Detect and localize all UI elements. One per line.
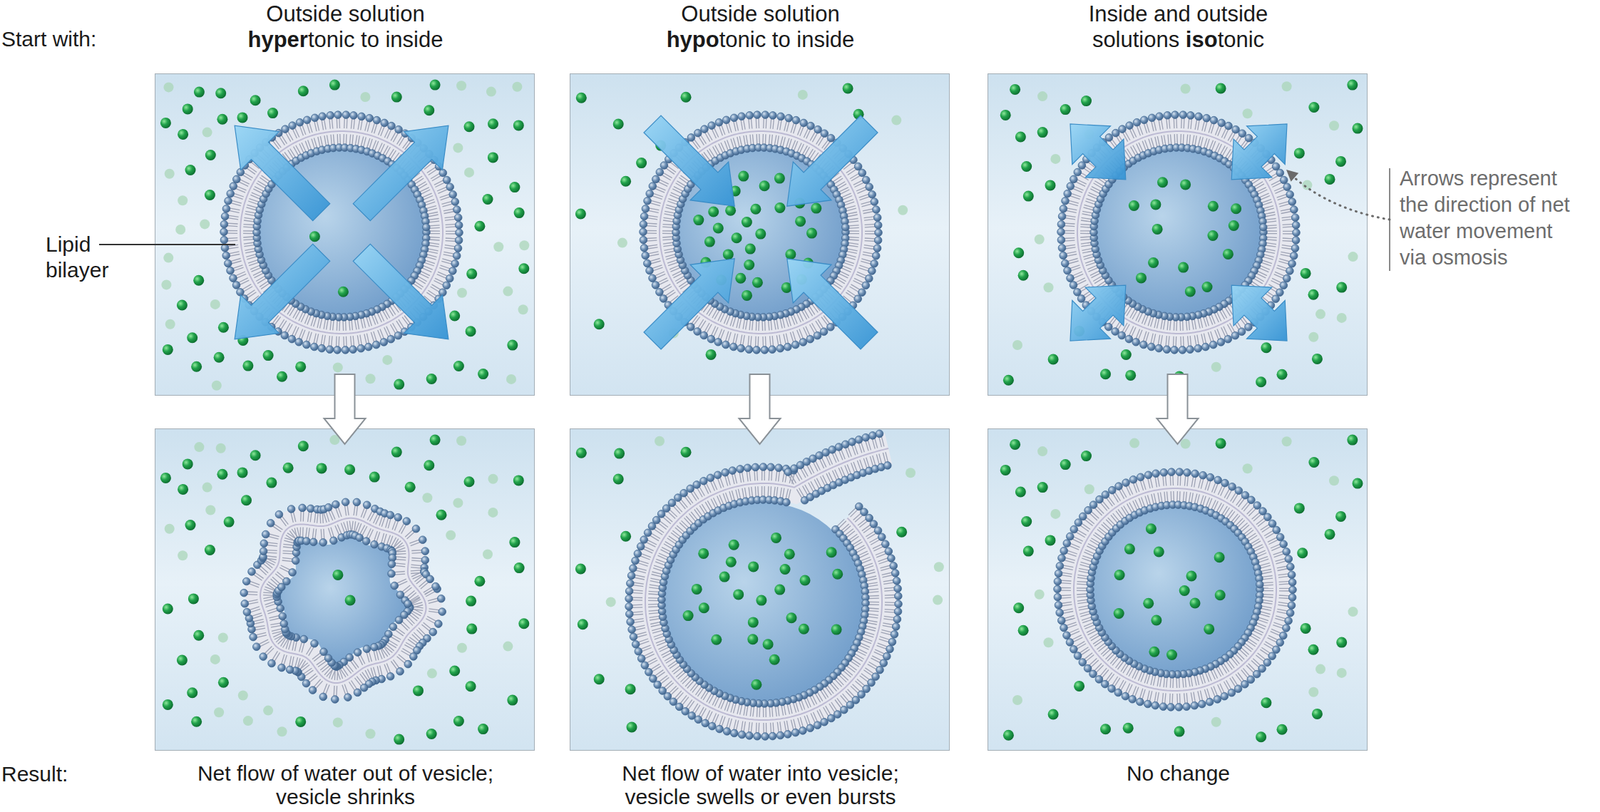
diagram-canvas: Outside solution hypertonic to insideOut…	[0, 0, 1600, 812]
